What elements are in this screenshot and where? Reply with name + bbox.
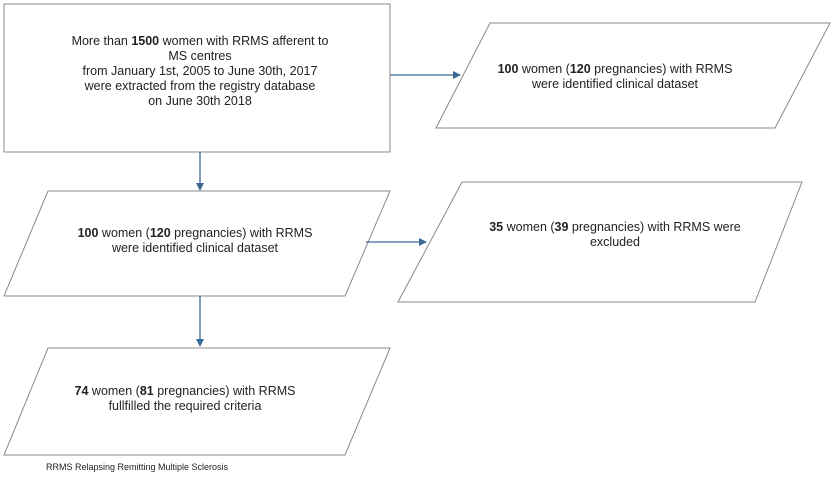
footnote: RRMS Relapsing Remitting Multiple Sclero… [46,462,229,472]
identified-right-box [435,22,831,129]
identified-right-text: 100 women (120 pregnancies) with RRMS we… [470,62,760,92]
identified-left-text: 100 women (120 pregnancies) with RRMS we… [40,226,350,256]
registry-line4: were extracted from the registry databas… [84,79,316,93]
fulfilled-line1: 74 women (81 pregnancies) with RRMS [74,384,296,398]
excluded-line2: excluded [589,235,641,249]
fulfilled-box [3,347,391,456]
identified-left-line2: were identified clinical dataset [111,241,279,255]
registry-text: More than 1500 women with RRMS afferent … [30,34,370,109]
registry-line3: from January 1st, 2005 to June 30th, 201… [82,64,318,78]
registry-line5: on June 30th 2018 [148,94,252,108]
identified-left-box [3,190,391,297]
identified-right-line1: 100 women (120 pregnancies) with RRMS [497,62,733,76]
excluded-box [397,181,803,303]
fulfilled-line2: fullfilled the required criteria [108,399,262,413]
excluded-line1: 35 women (39 pregnancies) with RRMS were [489,220,741,234]
registry-line1: More than 1500 women with RRMS afferent … [71,34,329,48]
identified-right-line2: were identified clinical dataset [531,77,699,91]
registry-line2: MS centres [168,49,232,63]
identified-left-line1: 100 women (120 pregnancies) with RRMS [77,226,313,240]
excluded-text: 35 women (39 pregnancies) with RRMS were… [455,220,775,250]
registry-box [3,3,391,153]
fulfilled-text: 74 women (81 pregnancies) with RRMS full… [40,384,330,414]
